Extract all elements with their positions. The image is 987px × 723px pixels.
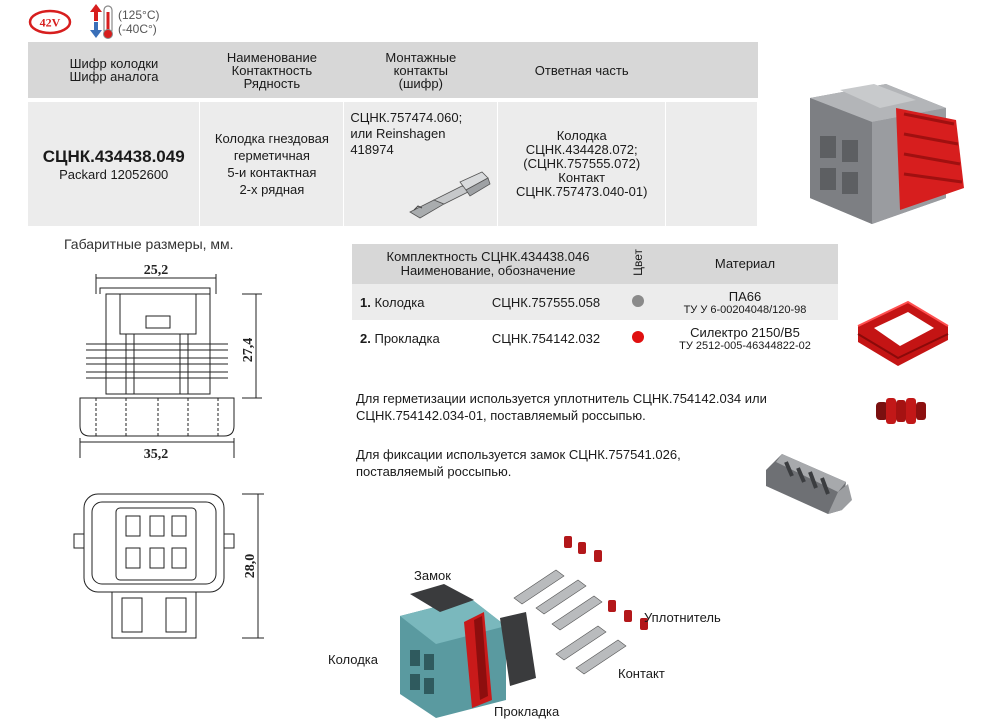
kit-row-material: ПА66 [728, 288, 762, 304]
seal-note-line2: СЦНК.754142.034-01, поставляемый россыпь… [356, 408, 646, 423]
header-name: Наименование Контактность Рядность [199, 42, 344, 100]
cell-code: СЦНК.434438.049 Packard 12052600 [28, 98, 201, 226]
thermometer-icon [90, 4, 113, 39]
kit-row-name-cell: 2. Прокладка [352, 320, 468, 356]
kit-row-name-cell: 1. Колодка [352, 284, 468, 320]
header-contacts: Монтажные контакты (шифр) [343, 42, 498, 100]
header-name-line1: Наименование [226, 49, 317, 65]
header-name-line3: Рядность [243, 75, 301, 91]
cell-blank [665, 98, 758, 226]
exploded-view [400, 536, 648, 718]
header-name-line2: Контактность [231, 62, 313, 78]
gasket-icon [857, 300, 949, 366]
kit-header-row: Комплектность СЦНК.434438.046 Наименован… [352, 244, 838, 284]
dim-bottom-width: 35,2 [144, 447, 169, 462]
kit-row-spec: ТУ 2512-005-46344822-02 [679, 339, 811, 352]
header-contacts-line2: контакты [393, 62, 448, 78]
color-swatch-red [632, 330, 644, 343]
kit-row-material-cell: Силектро 2150/В5 ТУ 2512-005-46344822-02 [652, 320, 838, 356]
header-contacts-line3: (шифр) [398, 75, 443, 91]
kit-header-color-label: Цвет [631, 249, 645, 276]
voltage-badge-icon: 42V [28, 9, 72, 35]
kit-row: 1. Колодка СЦНК.757555.058 ПА66 ТУ У 6-0… [352, 284, 838, 320]
kit-row-code: СЦНК.754142.032 [468, 320, 624, 356]
name-line2: герметичная [233, 148, 310, 163]
kit-row-name: Прокладка [374, 330, 440, 346]
temperature-range: (125°C) (-40C°) [118, 8, 159, 36]
seal-note: Для герметизации используется уплотнител… [356, 390, 856, 424]
kit-header-left: Комплектность СЦНК.434438.046 Наименован… [352, 244, 624, 284]
kit-header-color: Цвет [624, 244, 652, 284]
dimensions-title: Габаритные размеры, мм. [64, 236, 234, 252]
header-code: Шифр колодки Шифр аналога [28, 42, 200, 100]
header-blank [665, 42, 758, 100]
terminal-contact-icon [409, 171, 491, 219]
lock-note-line1: Для фиксации используется замок СЦНК.757… [356, 447, 681, 462]
kit-row: 2. Прокладка СЦНК.754142.032 Силектро 21… [352, 320, 838, 356]
kit-row-color-cell [624, 320, 652, 356]
label-housing: Колодка [328, 652, 378, 667]
cell-mate: Колодка СЦНК.434428.072; (СЦНК.757555.07… [497, 98, 667, 226]
kit-row-color-cell [624, 284, 652, 320]
mate-line4: Контакт [558, 170, 606, 185]
dim-front-height: 28,0 [243, 554, 258, 579]
seal-plug-icon [876, 398, 926, 424]
connector-3d-icon [810, 84, 964, 224]
mate-line1: Колодка [556, 128, 607, 143]
header-contacts-line1: Монтажные [385, 49, 457, 65]
spec-table: Шифр колодки Шифр аналога Наименование К… [28, 42, 758, 226]
connector-code: СЦНК.434438.049 [42, 146, 185, 166]
kit-row-material-cell: ПА66 ТУ У 6-00204048/120-98 [652, 284, 838, 320]
cell-contacts: СЦНК.757474.060; или Reinshagen 418974 [343, 98, 499, 226]
name-line1: Колодка гнездовая [214, 131, 329, 146]
kit-row-code: СЦНК.757555.058 [468, 284, 624, 320]
kit-row-name: Колодка [374, 294, 425, 310]
contacts-line3: 418974 [350, 142, 394, 157]
header-mate: Ответная часть [497, 42, 666, 100]
kit-header-line2: Наименование, обозначение [400, 263, 576, 278]
mate-line3: (СЦНК.757555.072) [523, 156, 641, 171]
label-contact: Контакт [618, 666, 665, 681]
lock-part-icon [766, 454, 852, 514]
side-view-drawing: 25,2 35,2 27,4 [79, 263, 262, 462]
lock-note: Для фиксации используется замок СЦНК.757… [356, 446, 856, 480]
analog-code: Packard 12052600 [59, 166, 169, 182]
contacts-line2: или Reinshagen [350, 126, 446, 141]
header-code-line1: Шифр колодки [69, 56, 159, 71]
seal-note-line1: Для герметизации используется уплотнител… [356, 391, 767, 406]
contacts-line1: СЦНК.757474.060; [350, 110, 463, 125]
kit-header-material: Материал [652, 244, 838, 284]
name-line4: 2-х рядная [239, 182, 305, 197]
kit-row-spec: ТУ У 6-00204048/120-98 [683, 303, 807, 316]
color-swatch-gray [632, 294, 644, 307]
label-seal: Уплотнитель [644, 610, 721, 625]
temp-high: (125°C) [118, 8, 160, 22]
temp-low: (-40C°) [118, 22, 157, 36]
spec-header-row: Шифр колодки Шифр аналога Наименование К… [28, 42, 758, 100]
dim-top-width: 25,2 [144, 263, 169, 278]
kit-row-num: 1. [360, 294, 371, 310]
kit-row-num: 2. [360, 330, 371, 346]
header-code-line2: Шифр аналога [69, 69, 159, 84]
kit-table: Комплектность СЦНК.434438.046 Наименован… [352, 244, 838, 356]
front-view-drawing: 28,0 [73, 493, 264, 639]
label-lock: Замок [414, 568, 451, 583]
cell-name: Колодка гнездовая герметичная 5-и контак… [199, 98, 345, 226]
kit-header-line1: Комплектность СЦНК.434438.046 [386, 249, 590, 264]
spec-data-row: СЦНК.434438.049 Packard 12052600 Колодка… [28, 98, 758, 226]
name-line3: 5-и контактная [227, 165, 317, 180]
mate-line5: СЦНК.757473.040-01) [516, 184, 648, 199]
voltage-label: 42V [40, 16, 61, 30]
dim-height: 27,4 [241, 338, 256, 363]
label-gasket: Прокладка [494, 704, 560, 719]
kit-row-material: Силектро 2150/В5 [690, 324, 800, 340]
mate-line2: СЦНК.434428.072; [525, 142, 638, 157]
lock-note-line2: поставляемый россыпью. [356, 464, 512, 479]
